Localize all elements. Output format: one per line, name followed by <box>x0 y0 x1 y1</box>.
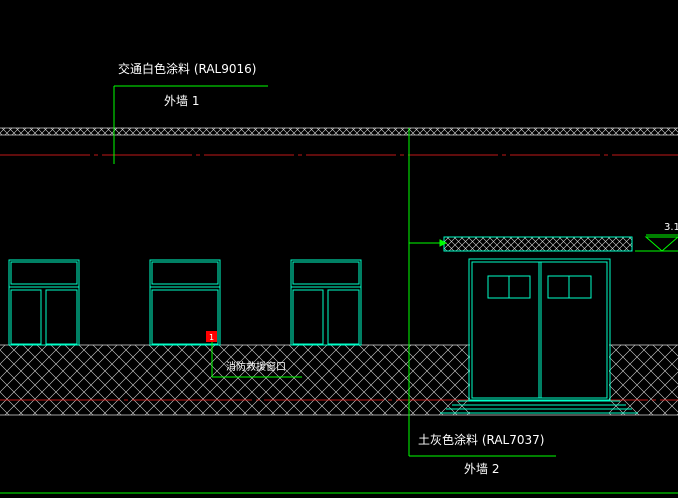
wall-bottom-label: 外墙 2 <box>464 462 499 476</box>
fire-inlet-label: 消防救援窗口 <box>226 360 286 373</box>
wall-top-label: 外墙 1 <box>164 94 199 108</box>
leader-fire-inlet <box>211 342 302 378</box>
door-canopy[interactable] <box>443 236 633 252</box>
finish-bottom-label: 土灰色涂料 (RAL7037) <box>418 432 544 447</box>
finish-top-label: 交通白色涂料 (RAL9016) <box>118 61 256 76</box>
entrance-steps <box>440 400 638 414</box>
level-mark: 3.1 <box>635 222 678 252</box>
base-plinth-hatch <box>0 344 678 416</box>
leader-top <box>113 85 268 164</box>
level-mark-text: 3.1 <box>664 222 678 233</box>
window-2[interactable] <box>149 259 221 346</box>
fire-inlet-marker[interactable]: 1 <box>206 331 217 342</box>
fire-inlet-marker-number: 1 <box>209 333 214 342</box>
leader-bottom <box>408 128 556 457</box>
window-3[interactable] <box>290 259 362 346</box>
double-door[interactable] <box>468 258 611 401</box>
parapet-band <box>0 127 678 136</box>
window-1[interactable] <box>8 259 80 346</box>
